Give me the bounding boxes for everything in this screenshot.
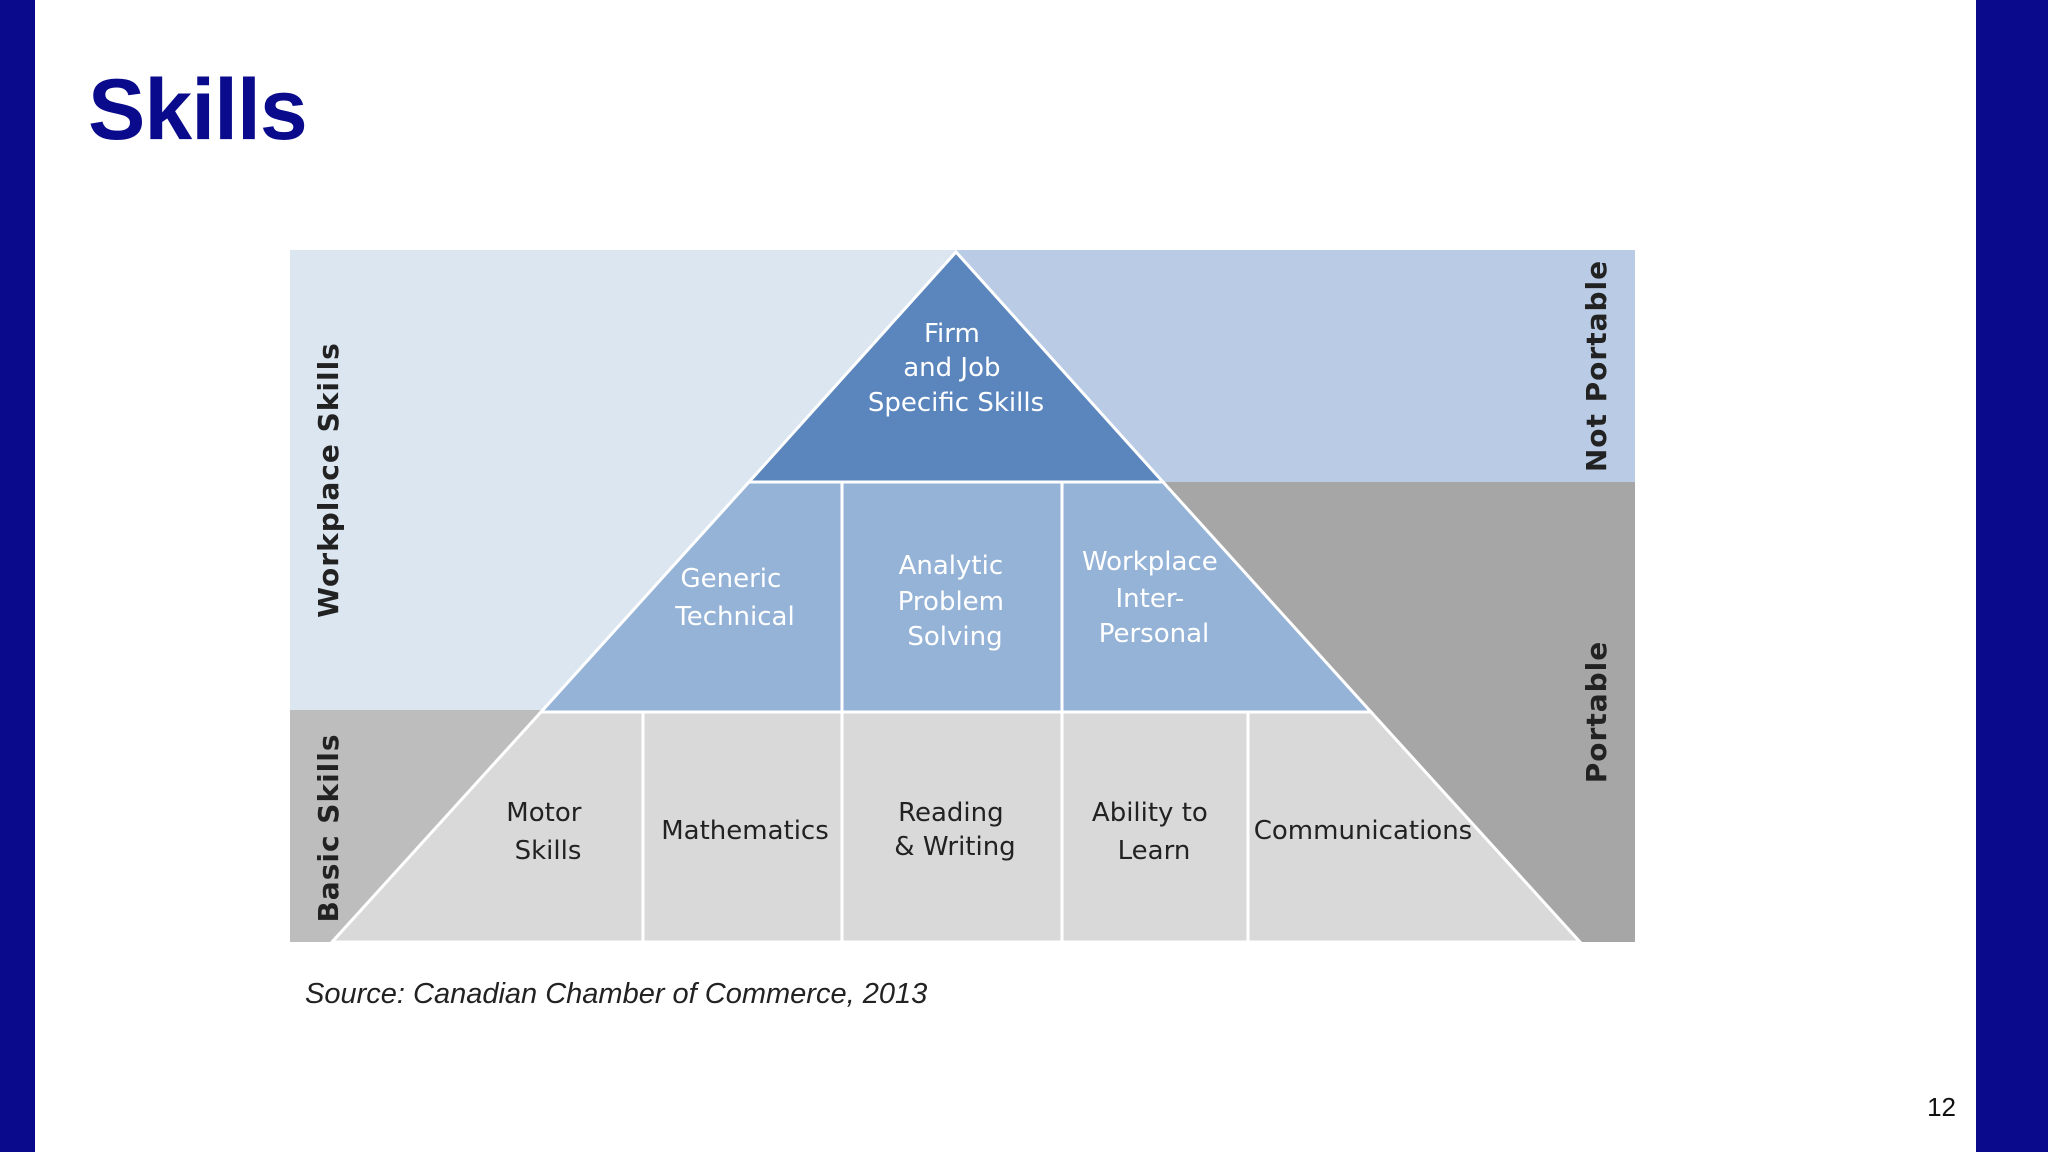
middle-cell-line: Generic [680,564,781,594]
workplace-interpersonal-label: Workplace Inter- Personal [1082,547,1226,649]
middle-cell-line: Workplace [1082,547,1218,577]
basic-skills-label: Basic Skills [312,733,345,922]
reading-writing-label: Reading & Writing [894,798,1015,862]
motor-skills-label: Motor Skills [506,798,589,866]
left-frame-bar [0,0,35,1152]
middle-cell-line: Technical [674,602,794,632]
workplace-skills-label: Workplace Skills [312,342,345,618]
generic-technical-label: Generic Technical [674,564,794,632]
base-cell-line: Learn [1118,836,1191,866]
communications-label: Communications [1254,816,1472,846]
page-number: 12 [1927,1092,1956,1122]
top-tier-line: Firm [924,319,980,349]
ability-to-learn-label: Ability to Learn [1092,798,1216,866]
base-cell-line: Ability to [1092,798,1208,828]
middle-cell-line: Problem [898,587,1004,617]
base-cell-line: Motor [506,798,581,828]
middle-cell-line: Inter- [1115,584,1184,614]
base-cell-line: Mathematics [661,816,829,846]
top-tier-label: Firm and Job Specific Skills [868,319,1044,418]
top-tier-line: Specific Skills [868,388,1044,418]
portable-label: Portable [1580,641,1613,783]
slide-title: Skills [88,62,308,158]
middle-cell-line: Personal [1099,619,1210,649]
base-cell-line: & Writing [894,832,1015,862]
right-frame-bar [1976,0,2048,1152]
mathematics-label: Mathematics [661,816,829,846]
base-cell-line: Communications [1254,816,1472,846]
base-cell-line: Skills [515,836,582,866]
skills-pyramid-diagram: Workplace Skills Basic Skills Not Portab… [290,250,1635,942]
not-portable-label: Not Portable [1580,260,1613,472]
source-caption: Source: Canadian Chamber of Commerce, 20… [305,978,928,1010]
middle-cell-line: Analytic [899,551,1004,581]
base-cell-line: Reading [898,798,1004,828]
top-tier-line: and Job [903,353,1000,383]
middle-cell-line: Solving [907,622,1002,652]
analytic-problem-solving-label: Analytic Problem Solving [898,551,1013,652]
